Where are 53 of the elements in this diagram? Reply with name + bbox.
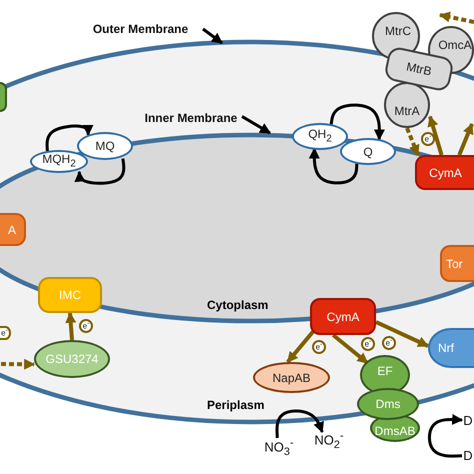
electron-label: e$^{-}$ (316, 342, 322, 352)
protein-label: Tor (446, 258, 463, 270)
arrow (65, 312, 76, 340)
leader-line (241, 115, 271, 134)
arrow (308, 148, 358, 184)
arrow (330, 104, 385, 140)
protein-label: MQH$_{2}$ (42, 153, 76, 170)
arrow (46, 124, 94, 152)
arrow (375, 320, 429, 348)
protein-label: OmcA (438, 39, 472, 51)
protein-label: CymA (326, 310, 360, 322)
region-label: Periplasm (207, 398, 264, 412)
arrow (457, 122, 474, 156)
protein-box (310, 298, 376, 335)
protein-label: MtrB (405, 60, 433, 78)
protein-label: DmsAB (374, 425, 416, 437)
protein-box (38, 277, 102, 313)
protein-box (440, 245, 474, 282)
electron-label: e$^{-}$ (1, 328, 8, 338)
electron-label: e$^{-}$ (82, 321, 90, 331)
protein-label: MtrC (385, 25, 411, 37)
membrane-label: Inner Membrane (144, 112, 238, 124)
arrow (275, 410, 324, 438)
protein-label: EF (377, 365, 393, 377)
leader-line (202, 28, 223, 44)
protein-label: MQ (95, 140, 115, 152)
electron-label: e$^{-}$ (386, 338, 392, 348)
protein-box (0, 82, 7, 112)
arrow (428, 115, 444, 156)
protein-label: QH$_{2}$ (308, 128, 332, 145)
protein-label: MtrA (394, 105, 420, 117)
dashed-arrow (405, 127, 420, 156)
protein-box (0, 213, 26, 246)
protein-label: Dms (376, 398, 400, 410)
protein-label: Q (363, 146, 373, 158)
protein-label: NapAB (272, 372, 311, 384)
protein-box (415, 155, 474, 190)
chemical-label: D (463, 448, 473, 462)
protein-label: Nrf (438, 342, 454, 354)
arrow (428, 414, 464, 458)
chemical-label: D (463, 414, 473, 426)
dashed-arrow (0, 358, 36, 370)
protein-label: IMC (59, 289, 81, 301)
electron-label: e$^{-}$ (364, 339, 372, 349)
membrane-label: Outer Membrane (92, 23, 188, 35)
electron-label: e$^{-}$ (424, 134, 432, 144)
protein-label: CymA (429, 166, 462, 178)
region-label: Cytoplasm (207, 298, 268, 312)
arrow (286, 330, 315, 364)
protein-ellipse (428, 328, 474, 368)
protein-label: GSU3274 (46, 353, 98, 365)
protein-label: A (8, 224, 16, 236)
arrow (332, 333, 369, 365)
